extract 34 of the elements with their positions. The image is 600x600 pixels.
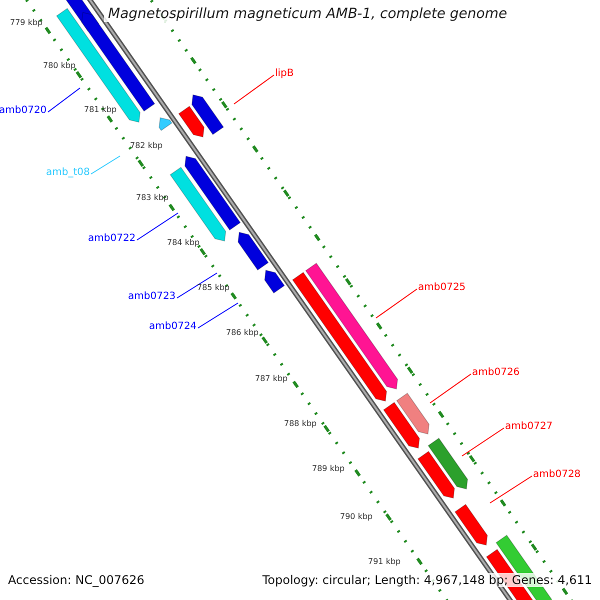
scale-tick-label: 786 kbp	[226, 328, 259, 337]
gene-label: amb0724	[149, 321, 197, 332]
scale-tick-label: 784 kbp	[167, 238, 200, 247]
scale-tick-label: 783 kbp	[136, 193, 169, 202]
gene-label: amb0723	[128, 291, 176, 302]
gene-label: amb0722	[88, 233, 136, 244]
scale-tick-label: 788 kbp	[284, 419, 317, 428]
leader-line	[90, 156, 120, 174]
leader-line	[462, 428, 504, 456]
leader-line	[490, 476, 532, 504]
leader-line	[176, 272, 218, 298]
leader-line	[234, 74, 274, 104]
gene-label: lipB	[275, 68, 294, 79]
gene-label: amb0725	[418, 282, 466, 293]
gene-label: amb0726	[472, 367, 520, 378]
accession-text: Accession: NC_007626	[8, 573, 144, 587]
leader-line	[198, 302, 238, 328]
scale-tick-label: 791 kbp	[368, 557, 401, 566]
leader-line	[376, 288, 418, 318]
leader-line	[48, 88, 80, 112]
scale-tick-label: 782 kbp	[130, 141, 163, 150]
scale-tick-label: 790 kbp	[340, 512, 373, 521]
scale-tick-label: 781 kbp	[84, 105, 117, 114]
scale-tick-label: 789 kbp	[312, 464, 345, 473]
gene-label: amb0728	[533, 469, 581, 480]
gene-label: amb0727	[505, 421, 553, 432]
scale-tick-label: 780 kbp	[43, 61, 76, 70]
genome-info-text: Topology: circular; Length: 4,967,148 bp; Genes: 4,611	[262, 573, 592, 587]
scale-tick-label: 785 kbp	[197, 283, 230, 292]
leader-line	[430, 374, 472, 404]
gene-label: amb_t08	[46, 167, 90, 178]
leader-line	[136, 212, 178, 240]
scale-tick-label: 779 kbp	[10, 18, 43, 27]
scale-tick-label: 787 kbp	[255, 374, 288, 383]
